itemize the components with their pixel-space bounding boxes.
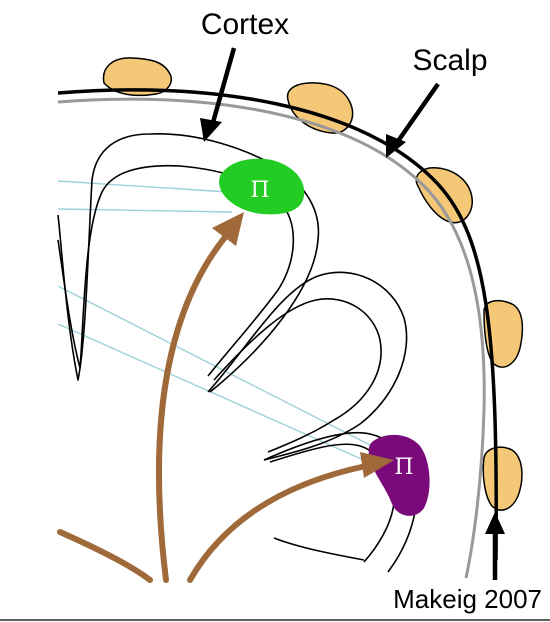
cortex-fold-lower-inner [213, 298, 382, 453]
green-source-symbol: Π [250, 178, 269, 203]
electrode [482, 446, 523, 511]
electrode [483, 299, 524, 368]
scalp-outer-line [57, 88, 498, 561]
cortex-fold-inner [57, 164, 295, 377]
scalp-pointer-head [386, 134, 406, 158]
green-source-patch [219, 158, 305, 215]
arrow-to-purple-source [187, 463, 369, 583]
label-pointers [200, 47, 505, 580]
scalp-inner-line [57, 97, 486, 579]
purple-source-symbol: Π [394, 455, 413, 480]
scalp-pointer-arrow [394, 82, 440, 146]
source-arrows [57, 212, 394, 583]
arrow-to-green-source [156, 233, 229, 583]
electrode [415, 167, 473, 224]
arrow-left-base [57, 529, 153, 583]
source-green: Π [219, 158, 305, 215]
projection-line [57, 208, 233, 213]
arrow-head-green [212, 212, 244, 246]
projection-line [57, 323, 369, 463]
projection-line [57, 180, 229, 193]
cortex-label: Cortex [201, 8, 289, 41]
cortex-fold-lower [207, 271, 408, 461]
arrow-head-purple [360, 452, 394, 478]
source-purple: Π [368, 434, 430, 516]
credit-label: Makeig 2007 [393, 584, 542, 614]
cortex-pointer-arrow [209, 47, 237, 127]
cortex-pointer-head [200, 118, 222, 142]
electrode-pointer-head [485, 512, 505, 534]
projection-lines [57, 180, 373, 463]
cortex-fold-edge [273, 537, 365, 561]
purple-source-patch [368, 434, 430, 516]
scalp-label: Scalp [412, 44, 487, 77]
projection-line [57, 285, 373, 447]
cortical-folds [57, 133, 418, 573]
electrode [102, 57, 172, 97]
cortex-fold-outer [57, 133, 320, 393]
electrode-group [102, 57, 524, 511]
